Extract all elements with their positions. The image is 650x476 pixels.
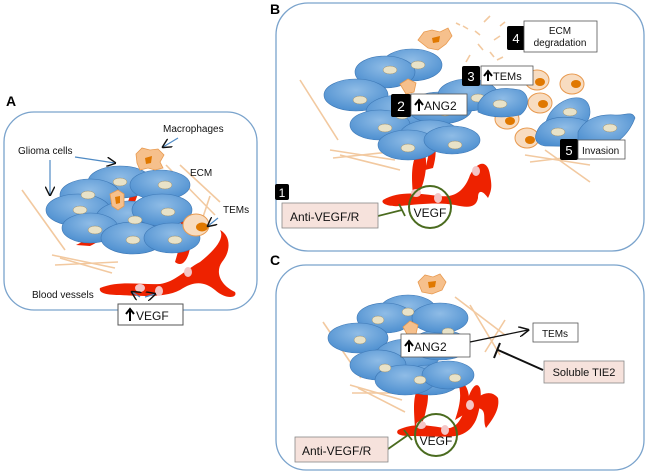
step-number: 2 xyxy=(397,98,405,114)
up-arrow-icon xyxy=(404,339,414,352)
panel-a: A xyxy=(3,93,258,326)
label-blood-vessels: Blood vessels xyxy=(32,290,94,301)
macrophages xyxy=(402,273,447,337)
inhibition-line xyxy=(387,429,413,450)
up-arrow-icon xyxy=(483,69,493,81)
label-ecm: ECM xyxy=(190,168,212,179)
vegf-up-box: VEGF xyxy=(117,303,184,326)
invasion-label: Invasion xyxy=(582,146,619,157)
step-badge xyxy=(391,94,411,117)
panel-c: C xyxy=(270,252,645,471)
ecm-degradation-line2: degradation xyxy=(534,38,587,49)
anti-vegf-box xyxy=(281,202,379,229)
soluble-tie2-box: Soluble TIE2 xyxy=(543,360,625,384)
step-4: 4 ECM degradation xyxy=(507,20,598,53)
vegf-circle xyxy=(408,185,452,229)
anti-vegf-box: Anti-VEGF/R xyxy=(294,436,389,463)
ang2-to-tems-arrow xyxy=(469,330,528,343)
degraded-ecm xyxy=(455,15,506,63)
anti-vegf-label: Anti-VEGF/R xyxy=(290,210,360,224)
tie2-inhibition-line xyxy=(493,342,544,371)
up-arrow-icon xyxy=(414,98,424,111)
up-arrow-icon xyxy=(125,307,135,321)
panel-c-letter: C xyxy=(270,252,280,268)
step-3: 3 TEMs xyxy=(462,65,534,86)
macrophages xyxy=(109,147,165,211)
label-macrophages: Macrophages xyxy=(163,124,224,135)
ecm-degradation-line1: ECM xyxy=(549,26,571,37)
vegf-circle-label: VEGF xyxy=(420,434,453,448)
vegf-label: VEGF xyxy=(136,309,169,323)
ang2-label: ANG2 xyxy=(414,340,447,354)
step-5: 5 Invasion xyxy=(560,139,626,160)
step-number: 4 xyxy=(512,31,519,46)
step-badge xyxy=(462,66,480,86)
step-number: 1 xyxy=(279,186,286,200)
anti-vegf-label: Anti-VEGF/R xyxy=(302,444,372,458)
pointer-arrows xyxy=(50,137,219,297)
inhibition-line xyxy=(377,203,406,217)
label-tems: TEMs xyxy=(223,205,249,216)
step-number: 3 xyxy=(467,69,474,84)
soluble-tie2-label: Soluble TIE2 xyxy=(553,367,616,379)
macrophages xyxy=(399,27,453,95)
ang2-label: ANG2 xyxy=(424,99,457,113)
invading-cells xyxy=(477,88,636,149)
step-1: 1 Anti-VEGF/R xyxy=(275,184,379,229)
tems-box: TEMs xyxy=(532,322,579,343)
step-badge xyxy=(275,184,289,200)
vegf-circle-label: VEGF xyxy=(414,206,447,220)
glioma-cells xyxy=(45,165,201,255)
step-badge xyxy=(507,26,525,50)
ang2-box: ANG2 xyxy=(400,333,471,358)
panel-a-letter: A xyxy=(6,93,16,109)
panel-b: B xyxy=(270,1,645,252)
tems-label: TEMs xyxy=(542,329,568,340)
label-glioma-cells: Glioma cells xyxy=(18,146,72,157)
step-2: 2 ANG2 xyxy=(391,93,468,117)
tems-label: TEMs xyxy=(493,71,522,83)
vegf-circle xyxy=(414,413,458,457)
step-number: 5 xyxy=(565,143,572,158)
panel-b-letter: B xyxy=(270,1,280,17)
blood-vessels xyxy=(397,381,499,437)
step-badge xyxy=(560,139,578,160)
tem-cell xyxy=(182,213,210,237)
